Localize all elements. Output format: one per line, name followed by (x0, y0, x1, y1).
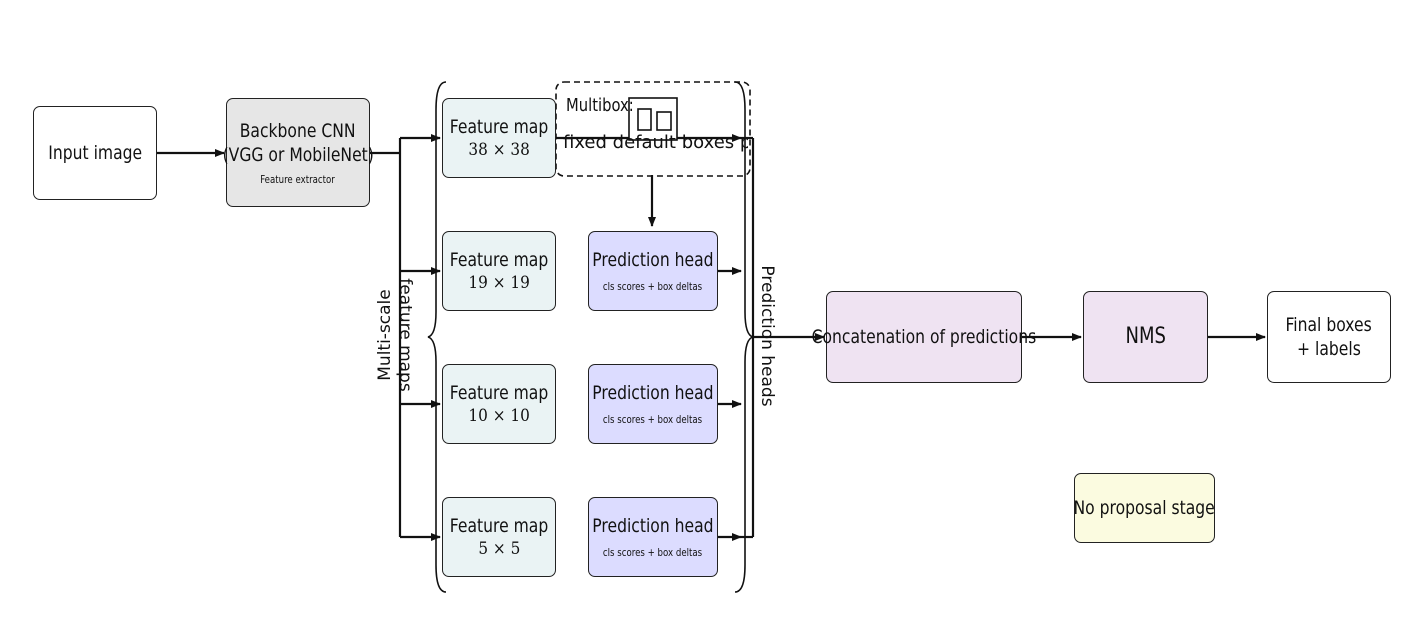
feature-map-size: 5 × 5 (477, 539, 521, 559)
final-output-box: Final boxes + labels (1267, 291, 1391, 383)
multibox-outline (555, 81, 751, 177)
brace-prediction-heads (734, 81, 754, 593)
feature-map-label: Feature map (449, 515, 549, 537)
prediction-head-2: Prediction head cls scores + box deltas (588, 364, 718, 444)
prediction-head-3: Prediction head cls scores + box deltas (588, 497, 718, 577)
no-proposal-label: No proposal stage (1073, 497, 1216, 519)
feature-map-size: 19 × 19 (468, 273, 530, 293)
backbone-note: Feature extractor (260, 173, 336, 186)
backbone-box: Backbone CNN (VGG or MobileNet) Feature … (222, 98, 374, 207)
backbone-title: Backbone CNN (240, 119, 356, 142)
backbone-subtitle: (VGG or MobileNet) (222, 143, 374, 166)
feature-map-label: Feature map (449, 116, 549, 138)
feature-map-size: 10 × 10 (468, 406, 530, 426)
multibox-caption: fixed default boxes per cell (563, 132, 748, 153)
prediction-heads-label: Prediction heads (757, 265, 777, 407)
input-image-box: Input image (33, 106, 157, 200)
multiscale-label-line2: feature maps (395, 278, 415, 392)
concatenation-label: Concatenation of predictions (811, 326, 1037, 348)
feature-map-size: 38 × 38 (468, 140, 530, 160)
default-boxes-icon (628, 97, 678, 141)
feature-map-10: Feature map 10 × 10 (442, 364, 556, 444)
final-line2: + labels (1297, 338, 1361, 360)
final-line1: Final boxes (1285, 314, 1373, 336)
feature-map-5: Feature map 5 × 5 (442, 497, 556, 577)
prediction-head-label: Prediction head (592, 382, 714, 404)
feature-map-label: Feature map (449, 382, 549, 404)
prediction-head-label: Prediction head (592, 515, 714, 537)
multiscale-label-line1: Multi-scale (375, 289, 395, 381)
input-image-label: Input image (48, 142, 142, 164)
nms-box: NMS (1083, 291, 1208, 383)
prediction-head-1: Prediction head cls scores + box deltas (588, 231, 718, 311)
feature-map-label: Feature map (449, 249, 549, 271)
multibox-title: Multibox: (566, 95, 634, 116)
nms-label: NMS (1125, 324, 1166, 349)
feature-map-19: Feature map 19 × 19 (442, 231, 556, 311)
prediction-head-note: cls scores + box deltas (603, 281, 703, 293)
prediction-head-label: Prediction head (592, 249, 714, 271)
prediction-head-note: cls scores + box deltas (603, 547, 703, 559)
concatenation-box: Concatenation of predictions (812, 291, 1036, 383)
no-proposal-note: No proposal stage (1074, 473, 1215, 543)
feature-map-38: Feature map 38 × 38 (442, 98, 556, 178)
brace-feature-maps (427, 81, 447, 593)
prediction-head-note: cls scores + box deltas (603, 414, 703, 426)
